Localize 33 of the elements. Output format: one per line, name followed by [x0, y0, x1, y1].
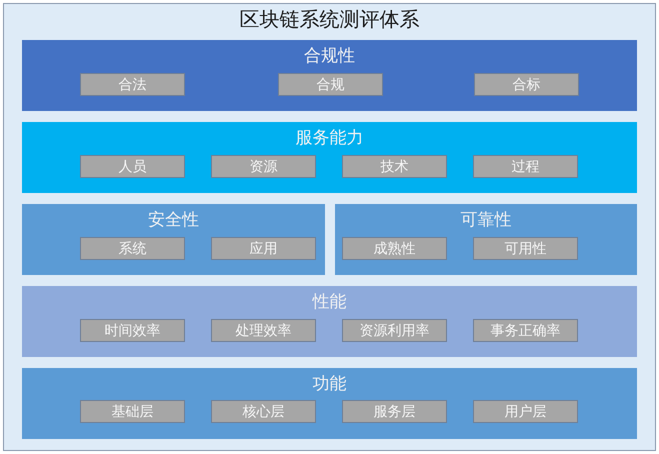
layer-band — [22, 204, 325, 275]
band-heading: 安全性 — [148, 209, 199, 231]
band-heading: 服务能力 — [296, 127, 364, 149]
item-box: 过程 — [473, 155, 578, 178]
layer-band — [335, 204, 637, 275]
item-box: 核心层 — [211, 400, 316, 423]
item-box: 应用 — [211, 237, 316, 260]
item-box: 资源利用率 — [342, 319, 447, 342]
layer-band — [22, 368, 637, 439]
band-heading: 性能 — [312, 291, 346, 313]
band-heading: 功能 — [312, 373, 346, 395]
item-box: 合规 — [278, 73, 383, 96]
band-heading: 合规性 — [304, 45, 355, 67]
layer-band — [22, 40, 637, 111]
frame-heading: 区块链系统测评体系 — [240, 6, 420, 32]
item-box: 资源 — [211, 155, 316, 178]
item-box: 系统 — [80, 237, 185, 260]
item-box: 事务正确率 — [473, 319, 578, 342]
item-box: 人员 — [80, 155, 185, 178]
item-box: 基础层 — [80, 400, 185, 423]
item-box: 处理效率 — [211, 319, 316, 342]
item-box: 合标 — [474, 73, 579, 96]
diagram-frame — [3, 3, 656, 451]
item-box: 合法 — [80, 73, 185, 96]
item-box: 时间效率 — [80, 319, 185, 342]
item-box: 服务层 — [342, 400, 447, 423]
layer-band — [22, 286, 637, 357]
layer-band — [22, 122, 637, 193]
item-box: 成熟性 — [342, 237, 447, 260]
band-heading: 可靠性 — [460, 209, 512, 231]
item-box: 可用性 — [473, 237, 578, 260]
item-box: 技术 — [342, 155, 447, 178]
item-box: 用户层 — [473, 400, 578, 423]
